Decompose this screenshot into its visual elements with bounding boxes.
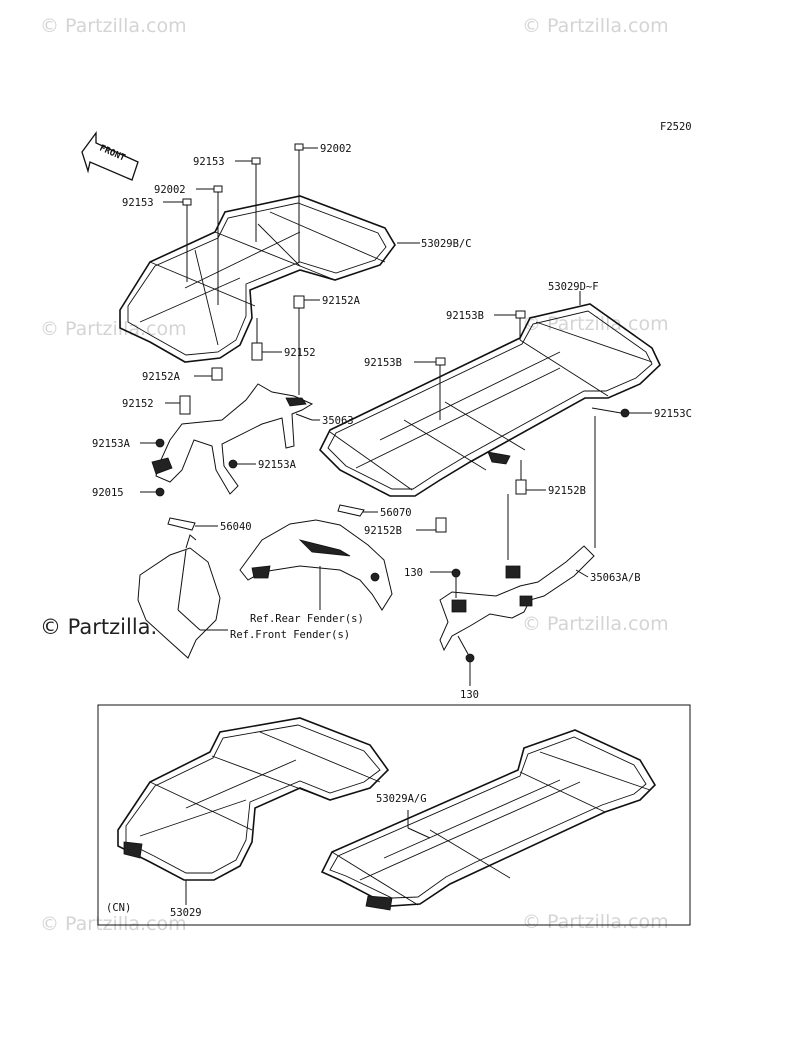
rear-rack-right [319,303,661,497]
label-front-fender: Ref.Front Fender(s) [230,629,350,641]
bolt-92153b-mid [414,357,446,420]
watermark-bottom-right: © Partzilla.com [522,911,669,933]
bracket-35063ab [439,545,595,652]
watermark-top-right: © Partzilla.com [522,15,669,37]
watermark-top-left: © Partzilla.com [40,15,187,37]
front-arrow-icon: FRONT [81,131,139,181]
rack-53029ag [320,729,657,911]
label-rear-fender: Ref.Rear Fender(s) [250,613,364,625]
bolt-92153c [591,407,652,418]
collar-92152b-left [416,517,447,533]
label-92153b-top: 92153B [446,310,484,322]
front-fender [137,534,221,659]
label-92152-left: 92152 [122,398,154,410]
label-92152a-right: 92152A [322,295,361,307]
nut-92015 [140,487,165,497]
label-92152b-left: 92152B [364,525,402,537]
bolt-92153a-right [228,459,256,469]
label-35063ab: 35063A/B [590,572,641,584]
label-cn: (CN) [106,902,131,914]
watermark-lower-right: © Partzilla.com [522,613,669,635]
label-92002-top: 92002 [320,143,352,155]
collar-92152-right [251,308,300,395]
label-92152-right: 92152 [284,347,316,359]
bolt-92153a-left [140,438,165,448]
label-53029: 53029 [170,907,202,919]
bolt-130-bottom [457,635,475,686]
collar-92152-left [165,395,191,415]
label-92153a-right: 92153A [258,459,297,471]
label-92153-mid: 92153 [122,197,154,209]
label-35063: 35063 [322,415,354,427]
label-92002-mid: 92002 [154,184,186,196]
pad-56070 [337,504,378,517]
figure-code: F2520 [660,121,692,133]
label-92152a-left: 92152A [142,371,181,383]
pad-56040 [167,517,218,531]
label-53029bc: 53029B/C [421,238,472,250]
label-92153c: 92153C [654,408,692,420]
rear-rack-upper [119,195,396,363]
label-92153b-mid: 92153B [364,357,402,369]
bolt-92153b-top [494,310,526,340]
watermark-bottom-left: © Partzilla.com [40,913,187,935]
part-labels: 92153 92002 92002 92153 53029B/C 92152A … [92,143,692,919]
label-56040: 56040 [220,521,252,533]
collar-92152a-left [194,367,223,381]
label-92153-top: 92153 [193,156,225,168]
rear-fender [239,519,393,611]
bolt-92153-top [251,157,261,186]
bolt-92002-top [294,143,304,172]
label-53029ag: 53029A/G [376,793,427,805]
bracket-35063 [151,383,320,495]
label-92152b-right: 92152B [548,485,586,497]
cn-variant-box [97,704,691,926]
watermark-mid-left: © Partzilla.com [40,318,187,340]
label-130-top: 130 [404,567,423,579]
watermarks: © Partzilla.com © Partzilla.com © Partzi… [40,15,669,935]
collar-92152a-right [293,295,320,309]
label-92015: 92015 [92,487,124,499]
bolt-92153-mid [182,198,192,226]
label-53029df: 53029D~F [548,281,599,293]
collar-92152b-right [515,479,546,495]
bolt-92002-mid [213,185,223,212]
label-92153a-left: 92153A [92,438,131,450]
label-56070: 56070 [380,507,412,519]
rack-53029 [117,717,390,905]
bolt-130-top [430,568,461,598]
label-130-bottom: 130 [460,689,479,701]
